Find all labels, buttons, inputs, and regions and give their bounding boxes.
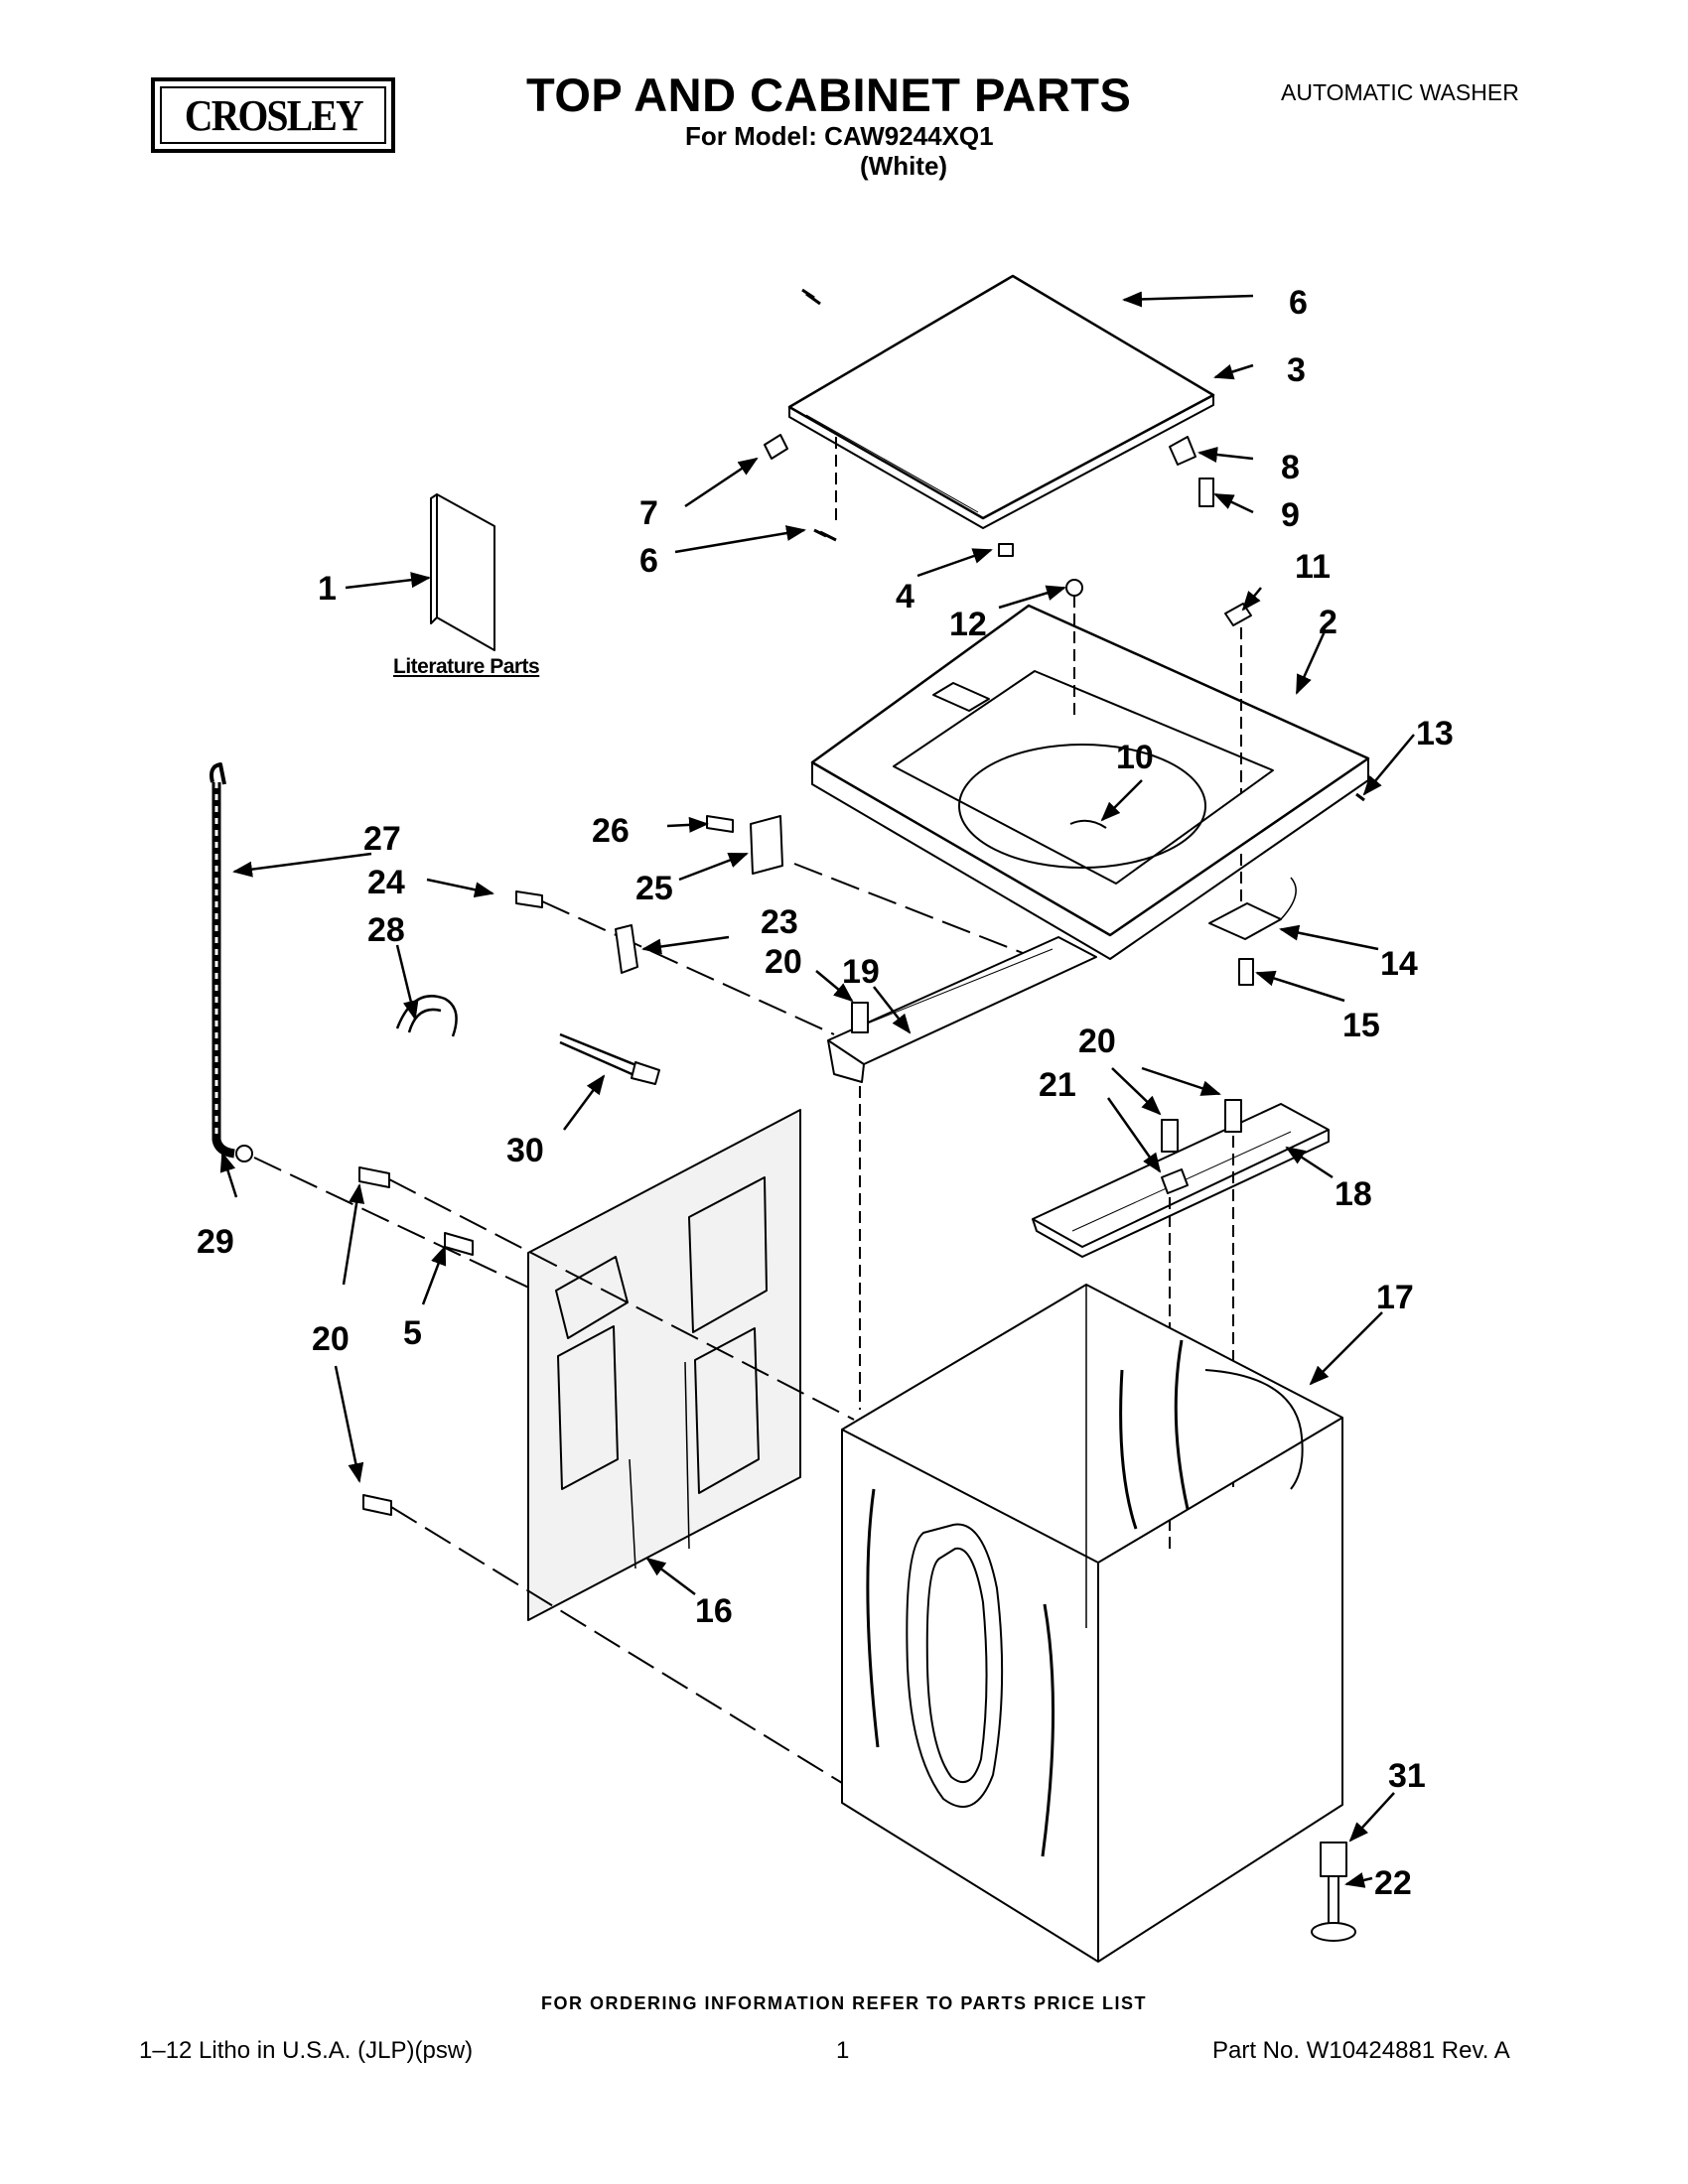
callout-4: 4: [896, 578, 914, 615]
callout-16: 16: [695, 1592, 733, 1630]
hinge-part-7: [764, 434, 788, 460]
callout-1: 1: [318, 570, 337, 608]
callout-arrows: [219, 291, 1415, 1888]
callout-26: 26: [592, 812, 630, 850]
callout-30: 30: [506, 1132, 544, 1169]
callout-17: 17: [1376, 1279, 1414, 1316]
callout-8: 8: [1281, 449, 1300, 486]
callout-20-front: 20: [1078, 1023, 1116, 1060]
ordering-note: FOR ORDERING INFORMATION REFER TO PARTS …: [540, 1993, 1147, 2013]
screw-part-20-upper: [358, 1166, 390, 1188]
callout-13: 13: [1416, 715, 1454, 752]
page-title: TOP AND CABINET PARTS: [526, 68, 1132, 121]
screw-part-20-brace: [851, 1002, 869, 1033]
callout-7: 7: [639, 494, 658, 532]
callout-11: 11: [1295, 548, 1331, 586]
callout-21: 21: [1039, 1066, 1076, 1104]
callout-18: 18: [1335, 1175, 1372, 1213]
crosley-logo: CROSLEY: [151, 77, 395, 153]
screw-part-15: [1238, 958, 1254, 986]
model-color: (White): [860, 151, 948, 181]
grommet-part-12: [1065, 579, 1083, 597]
callout-25: 25: [635, 870, 673, 907]
pin-part-6-lower: [813, 528, 837, 542]
callout-12: 12: [949, 606, 987, 643]
rear-panel-part-16: [527, 1109, 801, 1621]
bracket-part-25: [750, 815, 783, 875]
part-number: Part No. W10424881 Rev. A: [1212, 2037, 1510, 2064]
screw-part-20-lower: [362, 1494, 392, 1516]
callout-24: 24: [367, 864, 405, 901]
callout-14: 14: [1380, 945, 1418, 983]
litho-info: 1–12 Litho in U.S.A. (JLP)(psw): [139, 2037, 474, 2064]
leveling-leg-part-22: [1328, 1875, 1339, 1927]
cabinet-part-17: [841, 1284, 1343, 1963]
clip-part-13: [1355, 792, 1365, 802]
screw-part-9: [1198, 478, 1214, 507]
clip-part-21: [1161, 1168, 1189, 1194]
hose-guide-part-28: [395, 995, 458, 1037]
callout-27: 27: [363, 820, 401, 858]
literature-parts-label: Literature Parts: [393, 655, 540, 678]
callout-5: 5: [403, 1314, 422, 1352]
clip-part-23: [615, 924, 638, 974]
callout-20-brace: 20: [765, 943, 802, 981]
bumper-part-4: [998, 543, 1014, 557]
screw-part-20-left: [1161, 1119, 1179, 1153]
callout-31: 31: [1388, 1757, 1426, 1795]
callout-15: 15: [1342, 1007, 1380, 1044]
callout-29: 29: [197, 1223, 234, 1261]
callout-20-left: 20: [312, 1320, 350, 1358]
drain-hose-part-27: [211, 782, 235, 1159]
lid-switch-part-14: [1208, 902, 1282, 940]
hose-clamp-part-29: [235, 1145, 253, 1162]
pin-part-6-top: [801, 288, 821, 306]
screw-part-20-right: [1224, 1099, 1242, 1133]
callout-19: 19: [842, 953, 880, 991]
callout-9: 9: [1281, 496, 1300, 534]
latch-part-11: [1224, 603, 1252, 626]
model-number: For Model: CAW9244XQ1: [685, 121, 994, 151]
page-number: 1: [836, 2037, 850, 2064]
callout-23: 23: [761, 903, 798, 941]
literature-book: [430, 493, 495, 651]
main-top-part: [810, 579, 1370, 960]
screw-part-5: [444, 1232, 474, 1256]
product-type: AUTOMATIC WASHER: [1281, 79, 1519, 105]
hinge-part-8: [1169, 436, 1196, 466]
logo-text: CROSLEY: [184, 90, 364, 140]
screw-part-26: [706, 815, 734, 833]
callout-6-lower: 6: [639, 542, 658, 580]
callout-6-top: 6: [1289, 284, 1308, 322]
callout-2: 2: [1319, 604, 1337, 641]
callout-10: 10: [1116, 739, 1154, 776]
callout-3: 3: [1287, 351, 1306, 389]
lid-part: [787, 274, 1215, 529]
callout-28: 28: [367, 911, 405, 949]
screw-part-24: [515, 890, 543, 908]
callout-22: 22: [1374, 1864, 1412, 1902]
foot-pad-part-31: [1320, 1842, 1347, 1877]
callout-labels: 1 2 3 4 5 6 6 7 8 9 10 11 12 13 14 15 16…: [197, 284, 1454, 1902]
